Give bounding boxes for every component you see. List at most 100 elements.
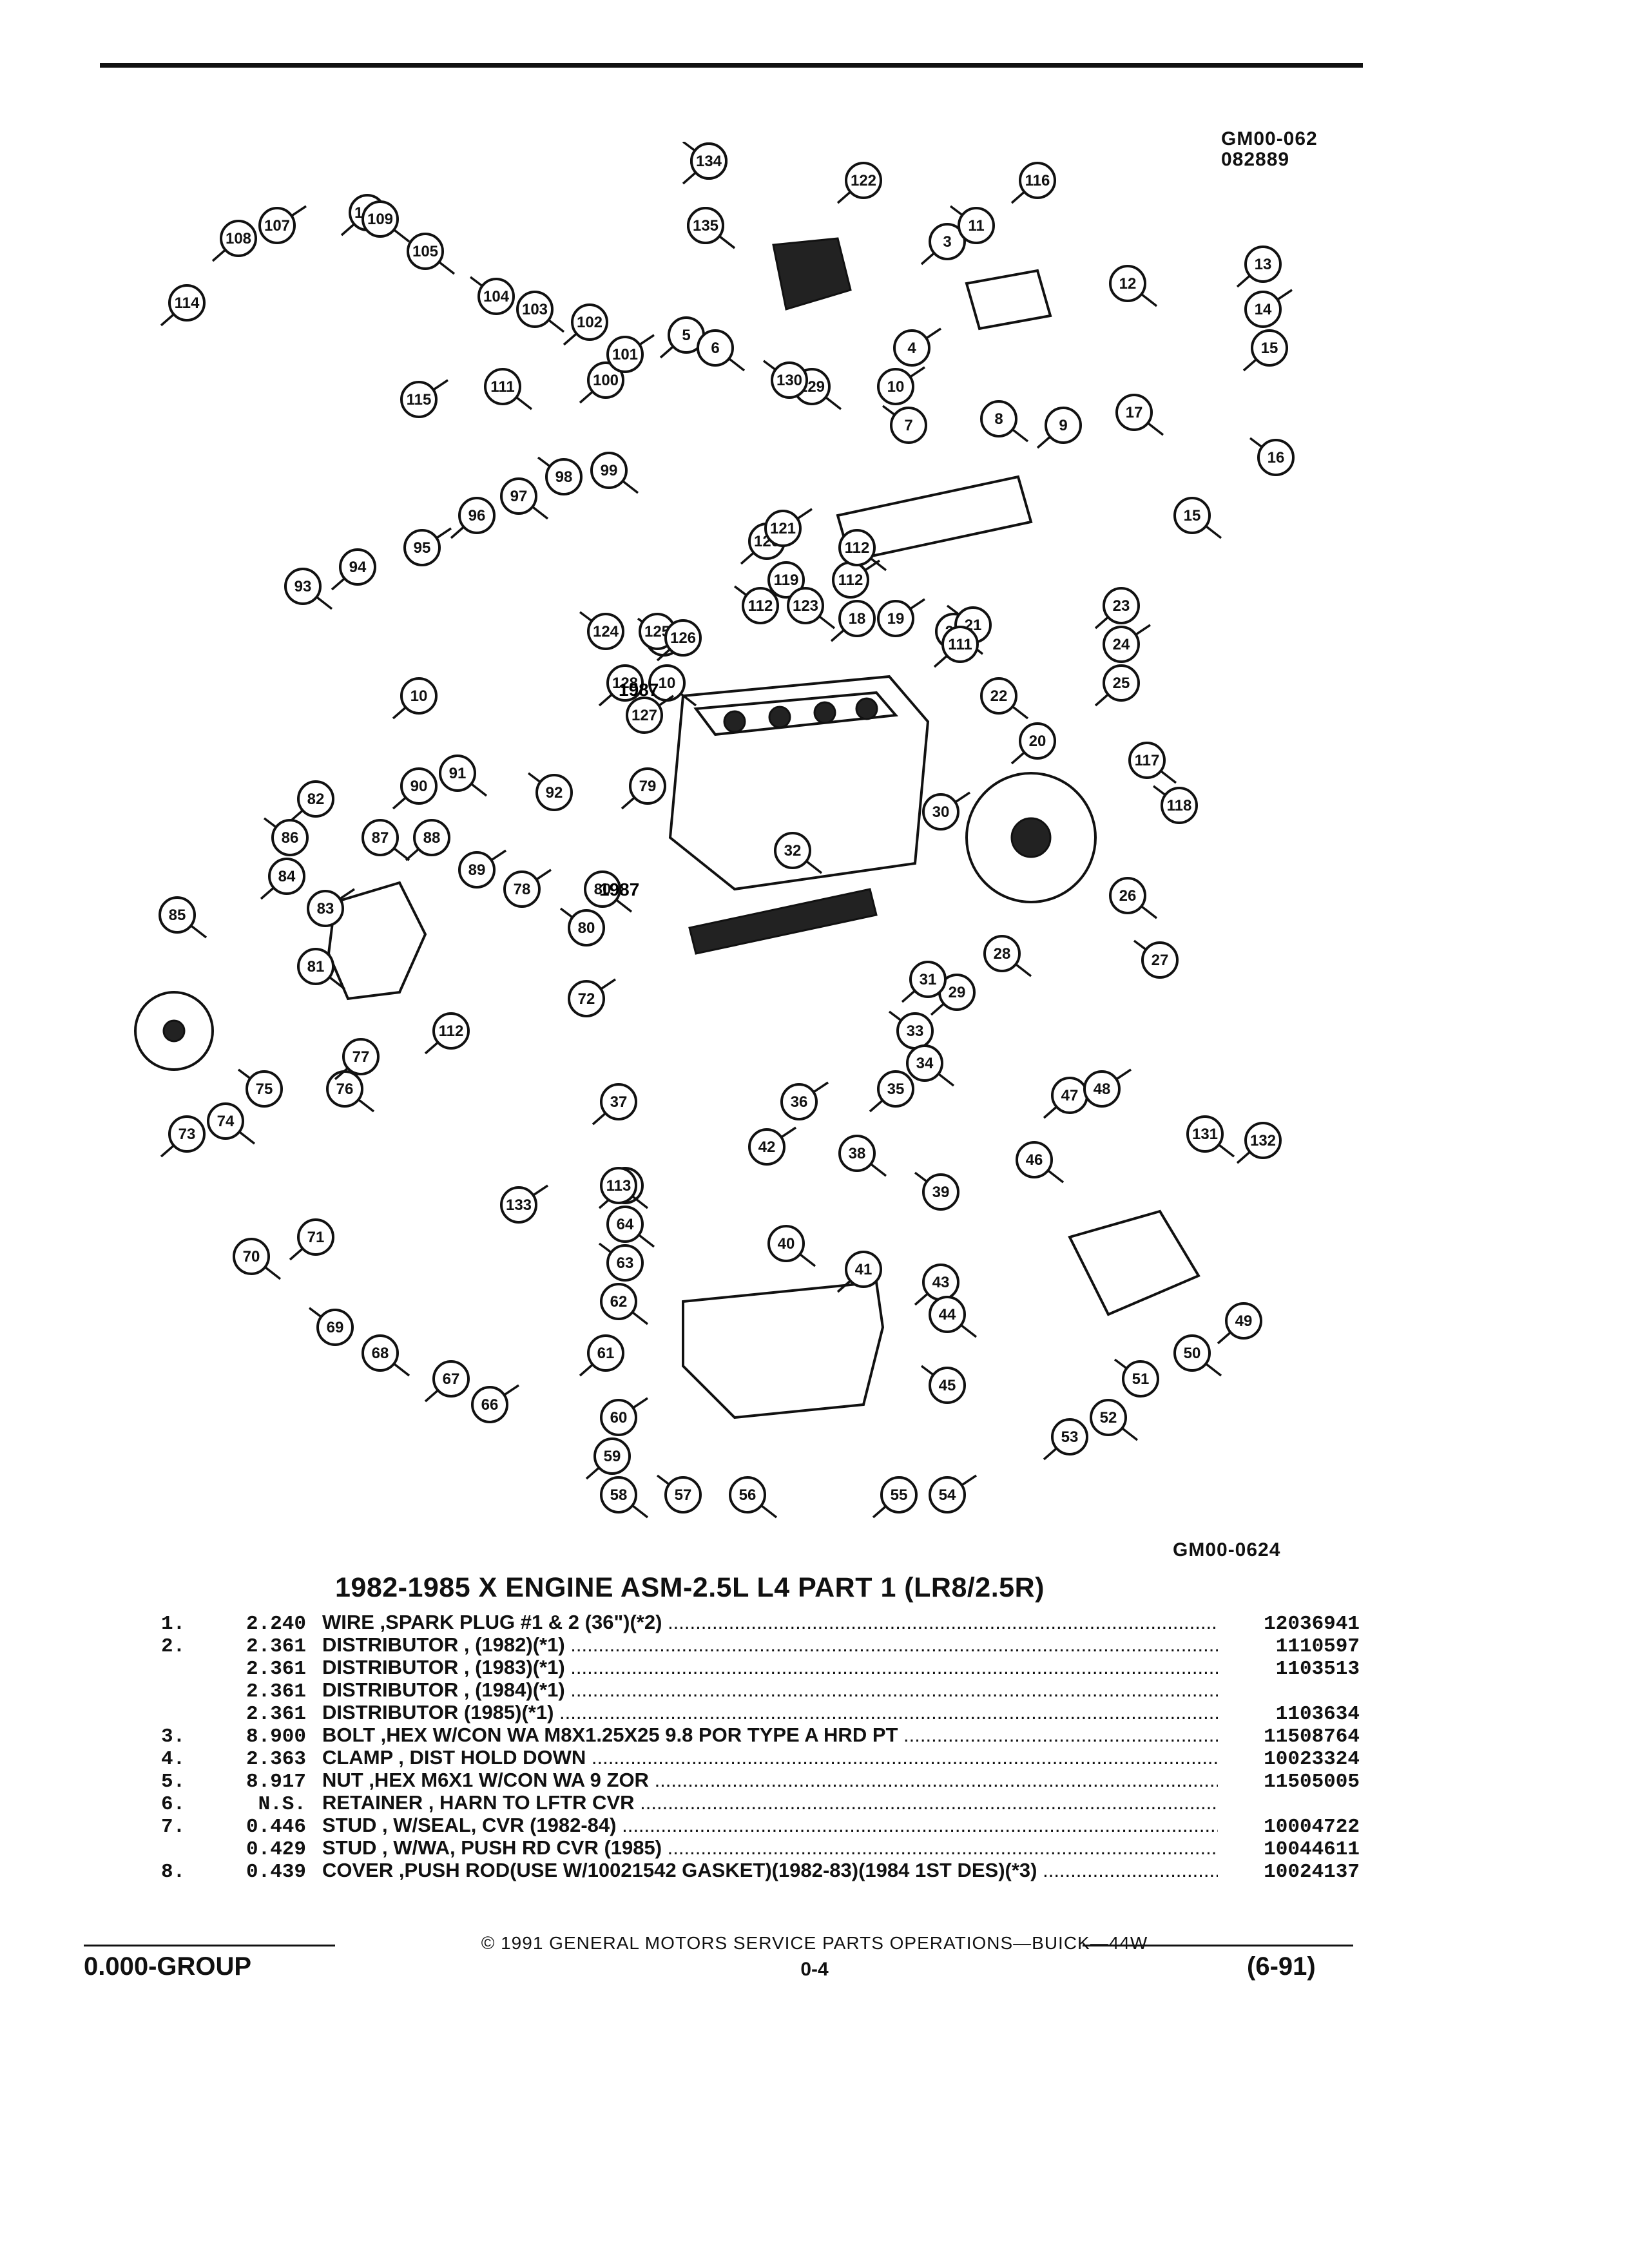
callout-124: 124 — [587, 613, 624, 650]
callout-number: 26 — [1119, 887, 1137, 905]
callout-number: 10 — [410, 687, 428, 705]
part-description: DISTRIBUTOR , (1983)(*1) — [322, 1656, 1218, 1679]
callout-number: 101 — [612, 346, 638, 363]
callout-number: 134 — [696, 153, 722, 170]
part-description: STUD , W/WA, PUSH RD CVR (1985) — [322, 1836, 1218, 1860]
callout-number: 15 — [1184, 507, 1201, 524]
callout-93: 93 — [284, 568, 322, 605]
callout-number: 111 — [490, 378, 514, 396]
callout-112: 112 — [742, 587, 779, 624]
year-label-1987-lower: 1987 — [599, 879, 639, 899]
callout-number: 53 — [1061, 1428, 1079, 1446]
callout-17: 17 — [1115, 394, 1153, 431]
callout-number: 33 — [907, 1023, 924, 1040]
callout-number: 123 — [793, 597, 818, 615]
callout-number: 25 — [1113, 675, 1130, 692]
callout-number: 40 — [778, 1235, 795, 1253]
callout-33: 33 — [896, 1012, 934, 1050]
callout-number: 112 — [838, 572, 863, 589]
footer-rule-right — [1083, 1945, 1353, 1946]
callout-31: 31 — [909, 961, 947, 998]
callout-number: 73 — [178, 1126, 196, 1143]
callout-135: 135 — [687, 207, 724, 244]
item-number: 8. — [161, 1861, 186, 1883]
callout-number: 111 — [948, 636, 972, 653]
callout-9: 9 — [1045, 407, 1082, 444]
callout-92: 92 — [535, 774, 573, 811]
callout-102: 102 — [571, 303, 608, 341]
callout-number: 63 — [617, 1254, 634, 1272]
callout-80: 80 — [584, 870, 621, 908]
callout-number: 44 — [939, 1306, 956, 1323]
callout-52: 52 — [1090, 1399, 1127, 1436]
callout-number: 10 — [887, 378, 905, 396]
callout-62: 62 — [600, 1283, 637, 1320]
item-number: 7. — [161, 1816, 186, 1838]
callout-91: 91 — [439, 754, 476, 792]
part-number: 10044611 — [1264, 1838, 1360, 1861]
callout-number: 77 — [352, 1048, 370, 1066]
part-description: STUD , W/SEAL, CVR (1982-84) — [322, 1814, 1218, 1837]
callout-89: 89 — [458, 851, 496, 889]
callout-number: 81 — [307, 958, 325, 975]
callout-15: 15 — [1251, 329, 1288, 367]
callout-130: 130 — [771, 361, 808, 399]
callout-number: 109 — [367, 211, 393, 228]
part-description: BOLT ,HEX W/CON WA M8X1.25X25 9.8 POR TY… — [322, 1724, 1218, 1747]
callout-75: 75 — [246, 1070, 283, 1108]
catalog-code: 2.361 — [246, 1703, 306, 1725]
callout-number: 72 — [578, 990, 595, 1008]
callout-99: 99 — [590, 452, 628, 489]
callout-8: 8 — [980, 400, 1017, 437]
callout-27: 27 — [1141, 941, 1179, 979]
callout-46: 46 — [1016, 1141, 1053, 1178]
callout-number: 6 — [711, 340, 719, 357]
callout-59: 59 — [593, 1437, 631, 1475]
callout-68: 68 — [361, 1334, 399, 1372]
timing-cover-illustration — [327, 881, 427, 1001]
callout-number: 66 — [481, 1396, 499, 1414]
callout-40: 40 — [767, 1225, 805, 1262]
callout-87: 87 — [361, 819, 399, 856]
callout-number: 89 — [468, 861, 486, 879]
callout-number: 128 — [612, 675, 638, 692]
callout-58: 58 — [600, 1476, 637, 1514]
callout-121: 121 — [764, 510, 802, 547]
callout-number: 4 — [907, 340, 916, 357]
crankshaft-illustration — [688, 888, 878, 955]
catalog-code: 2.361 — [246, 1658, 306, 1680]
callout-53: 53 — [1051, 1418, 1088, 1456]
callout-38: 38 — [838, 1135, 876, 1172]
callout-112: 112 — [838, 529, 876, 566]
callout-number: 95 — [414, 539, 431, 557]
callout-number: 130 — [776, 372, 802, 389]
callout-number: 42 — [758, 1139, 776, 1156]
callout-126: 126 — [664, 619, 702, 657]
callout-125: 125 — [639, 613, 676, 650]
callout-number: 83 — [317, 900, 334, 918]
callout-number: 16 — [1268, 449, 1285, 466]
callout-number: 11 — [968, 217, 984, 235]
callout-104: 104 — [477, 278, 515, 315]
item-number: 2. — [161, 1635, 186, 1658]
callout-number: 30 — [932, 803, 950, 821]
callout-number: 133 — [506, 1196, 532, 1214]
callout-114: 114 — [168, 284, 206, 322]
callout-29: 29 — [938, 974, 976, 1011]
callout-86: 86 — [271, 819, 309, 856]
callout-number: 37 — [610, 1093, 628, 1111]
callout-55: 55 — [880, 1476, 918, 1514]
callout-47: 47 — [1051, 1077, 1088, 1114]
callout-number: 85 — [169, 907, 186, 924]
callout-96: 96 — [458, 497, 496, 534]
callout-number: 92 — [546, 784, 563, 802]
callout-35: 35 — [877, 1070, 914, 1108]
callout-number: 76 — [336, 1081, 354, 1098]
year-label-1987-upper: 1987 — [619, 680, 659, 700]
callout-number: 124 — [593, 623, 619, 640]
callout-50: 50 — [1173, 1334, 1211, 1372]
part-number: 1103513 — [1275, 1658, 1360, 1680]
callout-number: 69 — [327, 1319, 344, 1336]
